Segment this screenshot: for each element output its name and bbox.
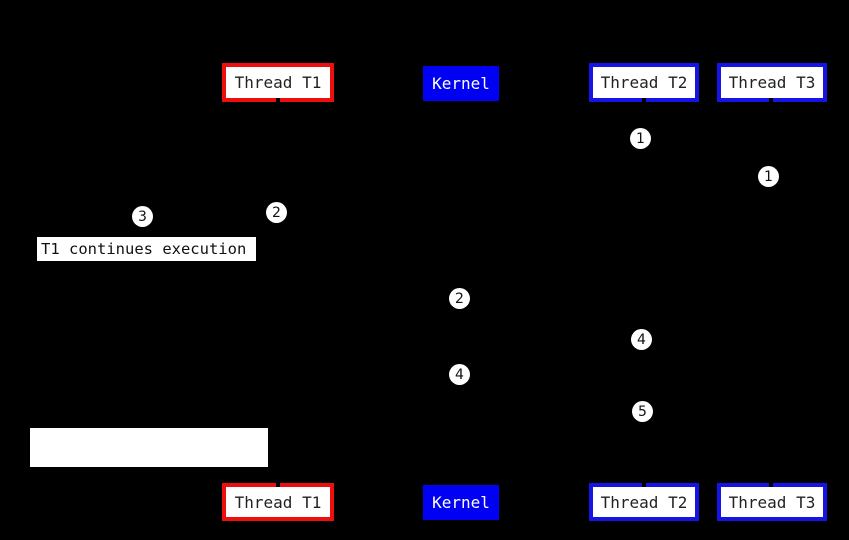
thread-t3-box-top: Thread T3	[717, 63, 827, 102]
kernel-box-top: Kernel	[423, 66, 499, 101]
thread-t2-box-bottom: Thread T2	[589, 483, 699, 521]
step-marker-4: 4	[631, 329, 652, 350]
thread-t2-box-top: Thread T2	[589, 63, 699, 102]
blank-note-box	[30, 428, 268, 467]
step-marker-2b: 2	[449, 288, 470, 309]
kernel-box-bottom: Kernel	[423, 485, 499, 520]
step-marker-2: 2	[266, 202, 287, 223]
lifeline-thread-t1	[276, 98, 280, 487]
step-marker-1b: 1	[758, 166, 779, 187]
step-marker-1: 1	[630, 128, 651, 149]
t1-continues-note: T1 continues execution	[36, 236, 257, 262]
thread-t1-box-bottom: Thread T1	[222, 483, 334, 521]
thread-t3-box-bottom: Thread T3	[717, 483, 827, 521]
step-marker-3: 3	[132, 206, 153, 227]
step-marker-5: 5	[632, 401, 653, 422]
thread-t1-box-top: Thread T1	[222, 63, 334, 102]
lifeline-thread-t3	[769, 98, 773, 487]
lifeline-thread-t2	[642, 98, 646, 487]
step-marker-4b: 4	[449, 364, 470, 385]
